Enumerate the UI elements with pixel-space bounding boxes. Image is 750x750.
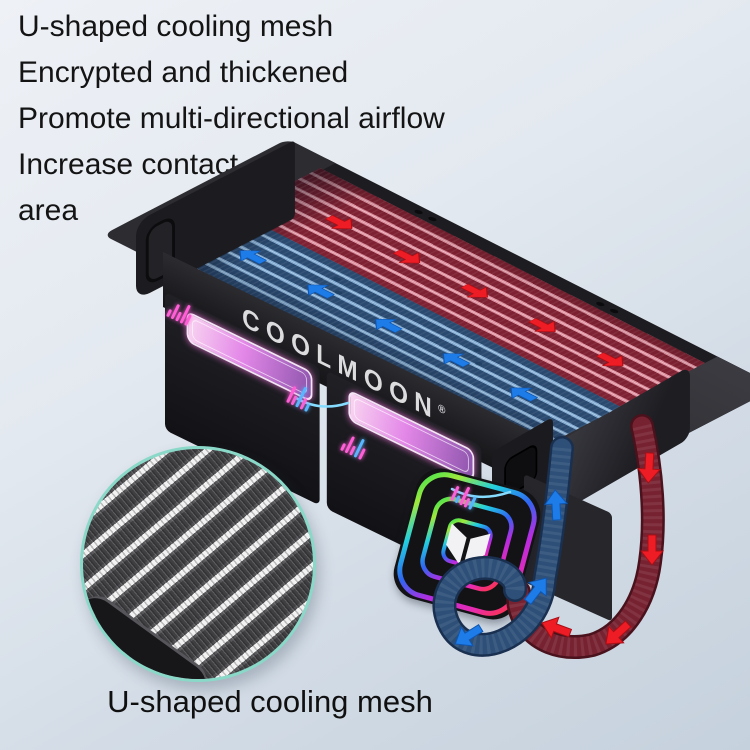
fin-detail-inset bbox=[80, 446, 316, 682]
rgb-ring-middle bbox=[420, 496, 514, 592]
cold-airflow-arrow bbox=[307, 284, 336, 299]
radiator-edge-in-inset bbox=[83, 588, 215, 679]
hot-flow-arrow bbox=[639, 534, 665, 566]
cold-airflow-arrow bbox=[374, 318, 404, 334]
feature-heading: U-shaped cooling mesh Encrypted and thic… bbox=[18, 4, 445, 234]
cold-airflow-arrow bbox=[442, 353, 471, 368]
hot-airflow-arrow bbox=[595, 352, 624, 367]
hot-airflow-arrow bbox=[392, 249, 421, 264]
hot-flow-arrow bbox=[605, 620, 632, 645]
cold-flow-arrow bbox=[454, 623, 484, 647]
cold-airflow-arrow bbox=[239, 250, 268, 265]
screw-hole bbox=[127, 665, 152, 679]
heading-line: area bbox=[18, 194, 79, 227]
hot-airflow-arrow bbox=[324, 214, 353, 230]
heading-line: U-shaped cooling mesh bbox=[18, 10, 334, 43]
radiator-top-face bbox=[102, 138, 750, 483]
cold-airflow-arrow bbox=[510, 387, 539, 402]
inset-caption: U-shaped cooling mesh bbox=[107, 684, 433, 719]
heading-line: Promote multi-directional airflow bbox=[18, 102, 445, 135]
cold-airflow-arrows bbox=[239, 168, 705, 402]
registered-mark: ® bbox=[438, 402, 446, 418]
hot-flow-arrow bbox=[541, 616, 573, 640]
heading-line: Encrypted and thickened bbox=[18, 56, 349, 89]
heading-line: Increase contact bbox=[18, 148, 239, 181]
hot-airflow-arrows bbox=[320, 168, 705, 367]
hot-airflow-arrow bbox=[459, 283, 489, 298]
hot-airflow-arrow bbox=[527, 317, 556, 333]
